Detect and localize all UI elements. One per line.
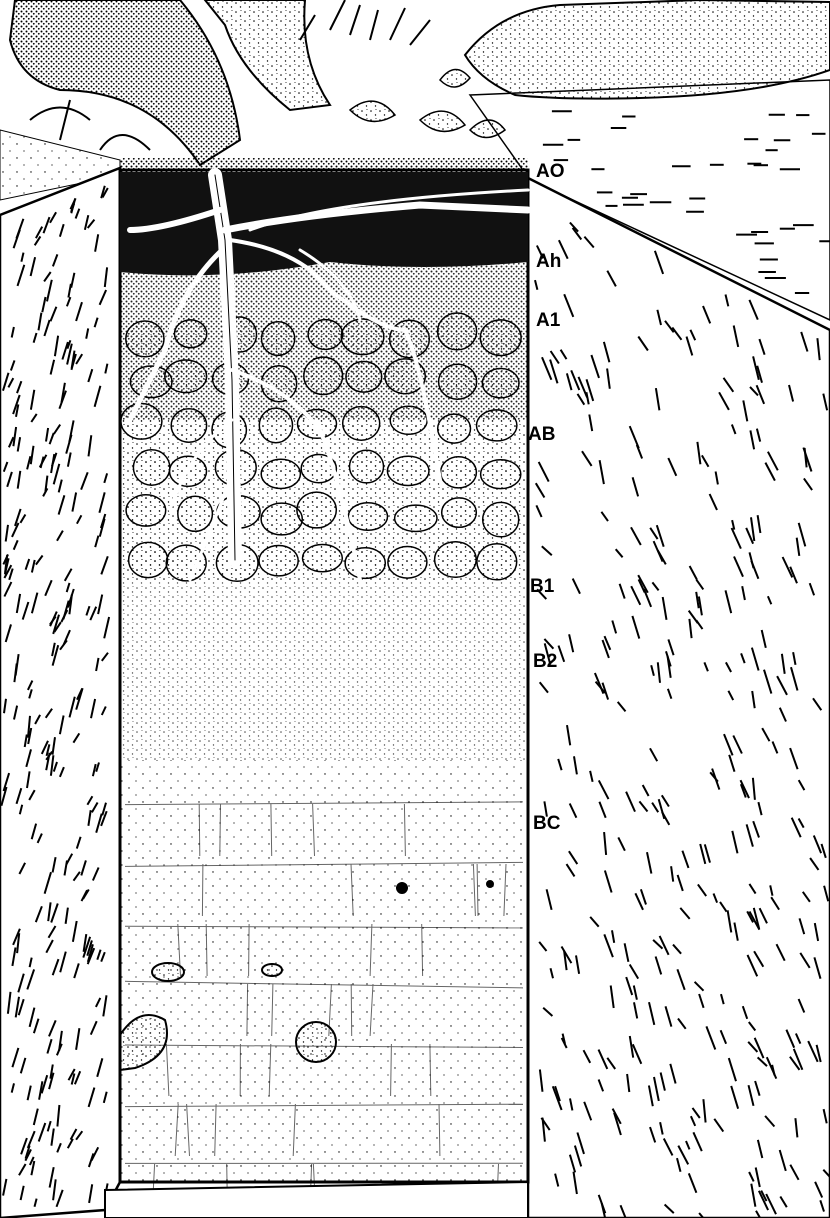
litter-layer — [120, 158, 528, 172]
horizon-label-ah: Ah — [536, 251, 561, 272]
horizon-label-b1: B1 — [530, 576, 555, 597]
rock-right — [465, 0, 830, 99]
b2-layer — [120, 580, 528, 760]
horizon-label-a1: A1 — [536, 310, 561, 331]
horizon-label-b2: B2 — [533, 651, 557, 672]
right-pit-wall — [528, 178, 830, 1218]
horizon-label-ao: AO — [536, 161, 565, 182]
pit-floor — [105, 1182, 528, 1218]
soil-profile-face — [120, 158, 528, 1216]
horizon-label-ab: AB — [528, 424, 555, 445]
horizon-label-bc: BC — [533, 813, 561, 834]
left-pit-wall — [0, 168, 120, 1218]
